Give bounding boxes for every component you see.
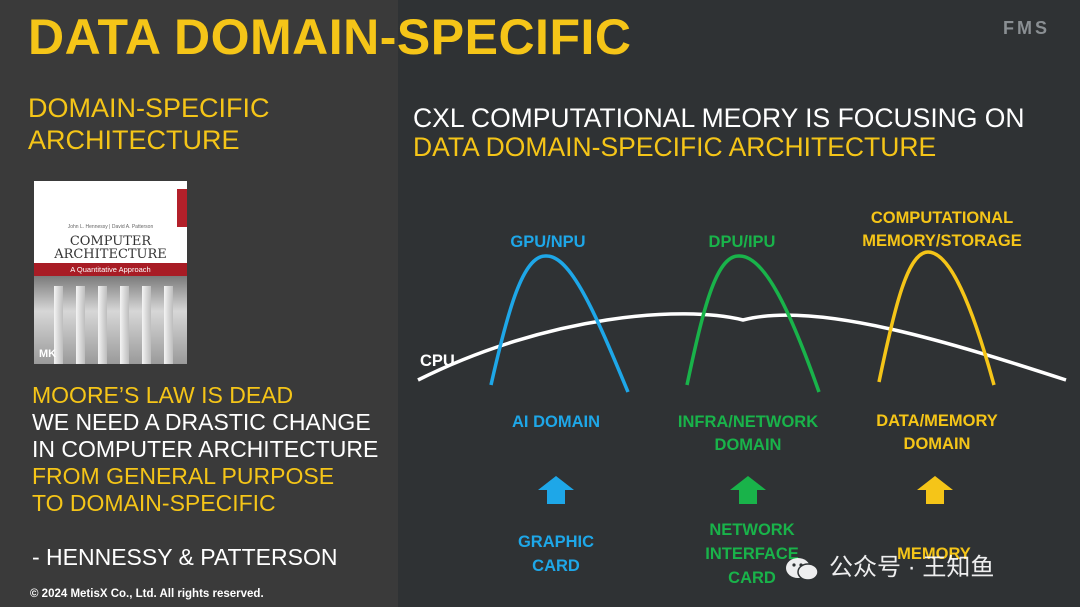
subtitle-line: DOMAIN-SPECIFIC [28, 93, 270, 123]
memory-label: MEMORY [897, 545, 971, 563]
dpu-ipu-curve [685, 254, 821, 393]
infra-network-domain-label: INFRA/NETWORK [678, 413, 818, 431]
gpu-npu-curve [489, 254, 630, 393]
subtitle-line: ARCHITECTURE [28, 125, 240, 155]
up-arrow-icon [730, 476, 766, 504]
book-cover-image: John L. Hennessy | David A. Patterson CO… [34, 181, 187, 364]
network-interface-card-label: CARD [728, 569, 776, 587]
book-edition-tab [177, 189, 187, 227]
cpu-label: CPU [420, 352, 455, 370]
quote-line: FROM GENERAL PURPOSE [32, 463, 335, 489]
slide-title: DATA DOMAIN-SPECIFIC [28, 9, 632, 65]
book-title-line: COMPUTER [69, 234, 152, 249]
network-interface-card-label: NETWORK [709, 521, 794, 539]
copyright-notice: © 2024 MetisX Co., Ltd. All rights reser… [30, 588, 264, 600]
quote-line: WE NEED A DRASTIC CHANGE [32, 409, 371, 435]
graphic-card-label: CARD [532, 557, 580, 575]
gpu-npu-label: GPU/NPU [510, 233, 585, 251]
column-shape [54, 286, 63, 364]
quote-attribution: - HENNESSY & PATTERSON [32, 544, 338, 570]
column-shape [164, 286, 173, 364]
column-shape [142, 286, 151, 364]
column-shape [76, 286, 85, 364]
book-title-line: ARCHITECTURE [54, 247, 167, 262]
book-subtitle-band: A Quantitative Approach [34, 263, 187, 276]
domain-curves-diagram: CPU GPU/NPU DPU/IPU COMPUTATIONAL MEMORY… [417, 209, 1067, 587]
wechat-icon [786, 557, 819, 581]
quote-line: IN COMPUTER ARCHITECTURE [32, 436, 379, 462]
headline: CXL COMPUTATIONAL MEORY IS FOCUSING ON D… [413, 104, 1025, 162]
graphic-card-label: GRAPHIC [518, 533, 594, 551]
ai-domain-label: AI DOMAIN [512, 413, 600, 431]
fms-logo: FMS [1003, 18, 1050, 38]
computational-memory-label: MEMORY/STORAGE [862, 232, 1022, 250]
book-title: COMPUTER ARCHITECTURE [34, 235, 187, 261]
computational-memory-curve [877, 250, 996, 386]
infra-network-domain-label: DOMAIN [715, 436, 782, 454]
quote-line: TO DOMAIN-SPECIFIC [32, 490, 276, 516]
up-arrow-icon [917, 476, 953, 504]
cpu-curve [417, 312, 1067, 382]
quote-line: MOORE’S LAW IS DEAD [32, 382, 294, 408]
data-memory-domain-label: DOMAIN [904, 435, 971, 453]
watermark-text: 公众号 · 王知鱼 [829, 554, 995, 581]
book-columns-photo: MK [34, 276, 187, 364]
data-memory-domain-label: DATA/MEMORY [876, 412, 998, 430]
column-shape [120, 286, 129, 364]
headline-line-2: DATA DOMAIN-SPECIFIC ARCHITECTURE [413, 132, 937, 162]
publisher-logo: MK [39, 348, 57, 360]
headline-line-1: CXL COMPUTATIONAL MEORY IS FOCUSING ON [413, 103, 1025, 133]
wechat-watermark: 公众号 · 王知鱼 [785, 547, 994, 582]
quote-block: MOORE’S LAW IS DEAD WE NEED A DRASTIC CH… [32, 382, 378, 517]
subtitle: DOMAIN-SPECIFIC ARCHITECTURE [28, 92, 270, 156]
column-shape [98, 286, 107, 364]
network-interface-card-label: INTERFACE [705, 545, 799, 563]
up-arrow-icon [538, 476, 574, 504]
computational-memory-label: COMPUTATIONAL [871, 209, 1013, 227]
dpu-ipu-label: DPU/IPU [709, 233, 776, 251]
book-authors: John L. Hennessy | David A. Patterson [67, 224, 154, 230]
